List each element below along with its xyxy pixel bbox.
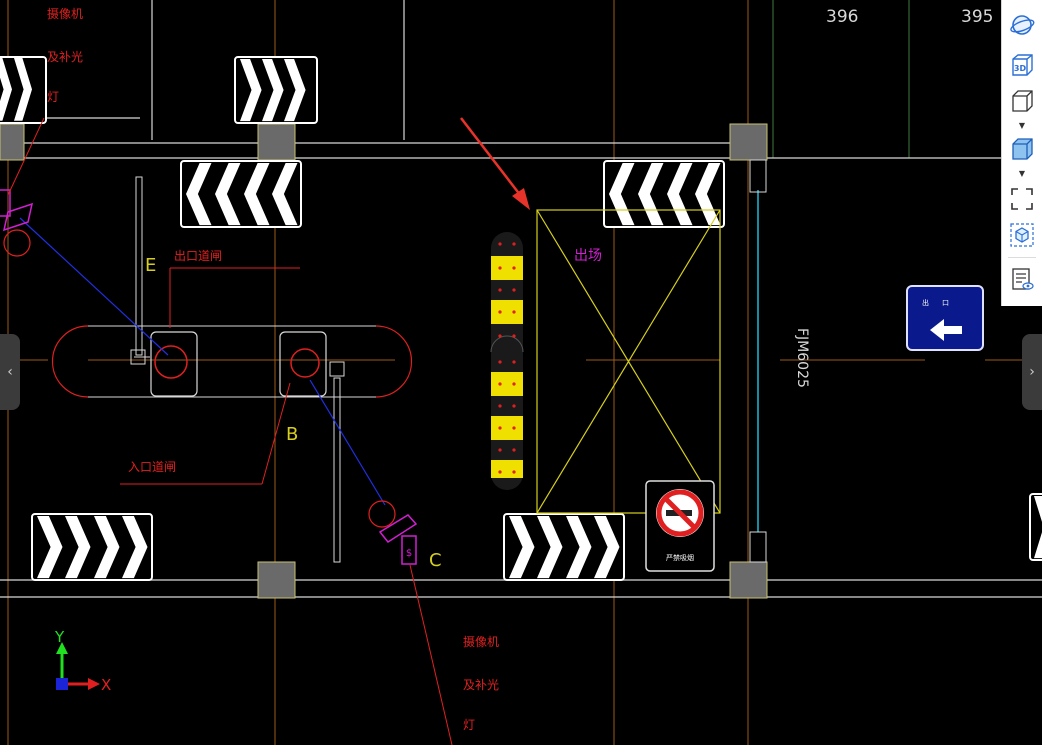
cube-solid-dropdown[interactable]: ▼ xyxy=(1018,168,1026,178)
toll-island xyxy=(51,325,413,398)
previous-view-tab[interactable]: ‹ xyxy=(0,334,20,410)
chevron-sign-bottom-center xyxy=(503,513,625,581)
box-select-icon xyxy=(1010,223,1034,247)
speed-bump xyxy=(490,232,524,490)
entry-gate-label: 入口道闸 xyxy=(128,460,176,474)
camera-note-bottom-line2: 及补光 xyxy=(463,678,499,692)
svg-text:$: $ xyxy=(406,548,412,559)
camera-bottom: $ xyxy=(368,500,418,565)
fit-screen-button[interactable] xyxy=(1007,184,1037,214)
highlight-arrow xyxy=(460,117,530,210)
svg-text:3D: 3D xyxy=(1014,64,1027,73)
chevron-sign-bottom-left xyxy=(31,513,153,581)
chevron-sign-left-arrows-2 xyxy=(603,160,725,228)
camera-note-top-line1: 摄像机 xyxy=(47,6,83,21)
cube-solid-icon xyxy=(1012,138,1033,160)
exit-sign-char-1: 出 xyxy=(922,298,929,307)
properties-button[interactable] xyxy=(1007,264,1037,294)
marker-c: C xyxy=(429,550,442,571)
next-view-tab[interactable]: › xyxy=(1022,334,1042,410)
exit-gate-label: 出口道闸 xyxy=(174,249,222,263)
chevron-sign-top-left xyxy=(0,56,47,124)
fit-screen-icon xyxy=(1011,188,1033,210)
annotation-text: 396 395 摄像机 及补光 灯 摄像机 及补光 灯 出口道闸 入口道闸 出场… xyxy=(47,6,993,732)
cube-view-icon xyxy=(1012,90,1033,112)
3d-view-button[interactable]: 3D xyxy=(1007,50,1037,80)
camera-note-bottom-line3: 灯 xyxy=(463,718,475,732)
view-toolbar: 3D ▼ ▼ xyxy=(1001,0,1042,306)
marker-b: B xyxy=(286,424,298,445)
no-smoking-text: 严禁吸烟 xyxy=(666,553,694,562)
chevron-right-icon: › xyxy=(1029,364,1035,380)
exit-zone xyxy=(536,209,721,514)
cube-view-button[interactable] xyxy=(1007,86,1037,116)
camera-note-top-line3: 灯 xyxy=(47,90,59,104)
orbit-icon xyxy=(1010,15,1035,35)
properties-icon xyxy=(1012,268,1034,290)
chevron-sign-top-center xyxy=(234,56,318,124)
chevron-left-icon: ‹ xyxy=(7,364,13,380)
cube-solid-button[interactable] xyxy=(1007,134,1037,164)
camera-sightlines xyxy=(19,217,386,506)
columns xyxy=(0,123,768,599)
chevron-sign-bottom-right-partial xyxy=(1029,493,1042,561)
box-select-button[interactable] xyxy=(1007,220,1037,250)
axis-y-label: Y xyxy=(54,628,65,646)
3d-view-icon: 3D xyxy=(1012,54,1033,76)
exit-zone-label: 出场 xyxy=(574,248,602,264)
orbit-button[interactable] xyxy=(1007,10,1037,40)
door-tag: FJM6025 xyxy=(794,328,810,388)
ucs-axis-icon xyxy=(56,642,100,690)
axis-x-label: X xyxy=(101,676,111,694)
entry-barrier-gate xyxy=(279,331,345,563)
exit-sign-char-2: 口 xyxy=(942,299,949,307)
cube-view-dropdown[interactable]: ▼ xyxy=(1018,120,1026,130)
exit-barrier-gate xyxy=(130,176,198,397)
no-smoking-sign xyxy=(645,480,715,572)
chevron-sign-left-arrows-1 xyxy=(180,160,302,228)
toolbar-divider xyxy=(1008,257,1036,258)
door-frame xyxy=(749,159,767,563)
marker-e: E xyxy=(145,255,156,276)
camera-note-bottom-line1: 摄像机 xyxy=(463,634,499,649)
room-number-395: 395 xyxy=(961,7,993,27)
leader-lines xyxy=(7,117,453,745)
camera-top-left xyxy=(0,189,34,257)
camera-note-top-line2: 及补光 xyxy=(47,50,83,64)
room-number-396: 396 xyxy=(826,7,858,27)
exit-direction-sign xyxy=(906,285,984,351)
